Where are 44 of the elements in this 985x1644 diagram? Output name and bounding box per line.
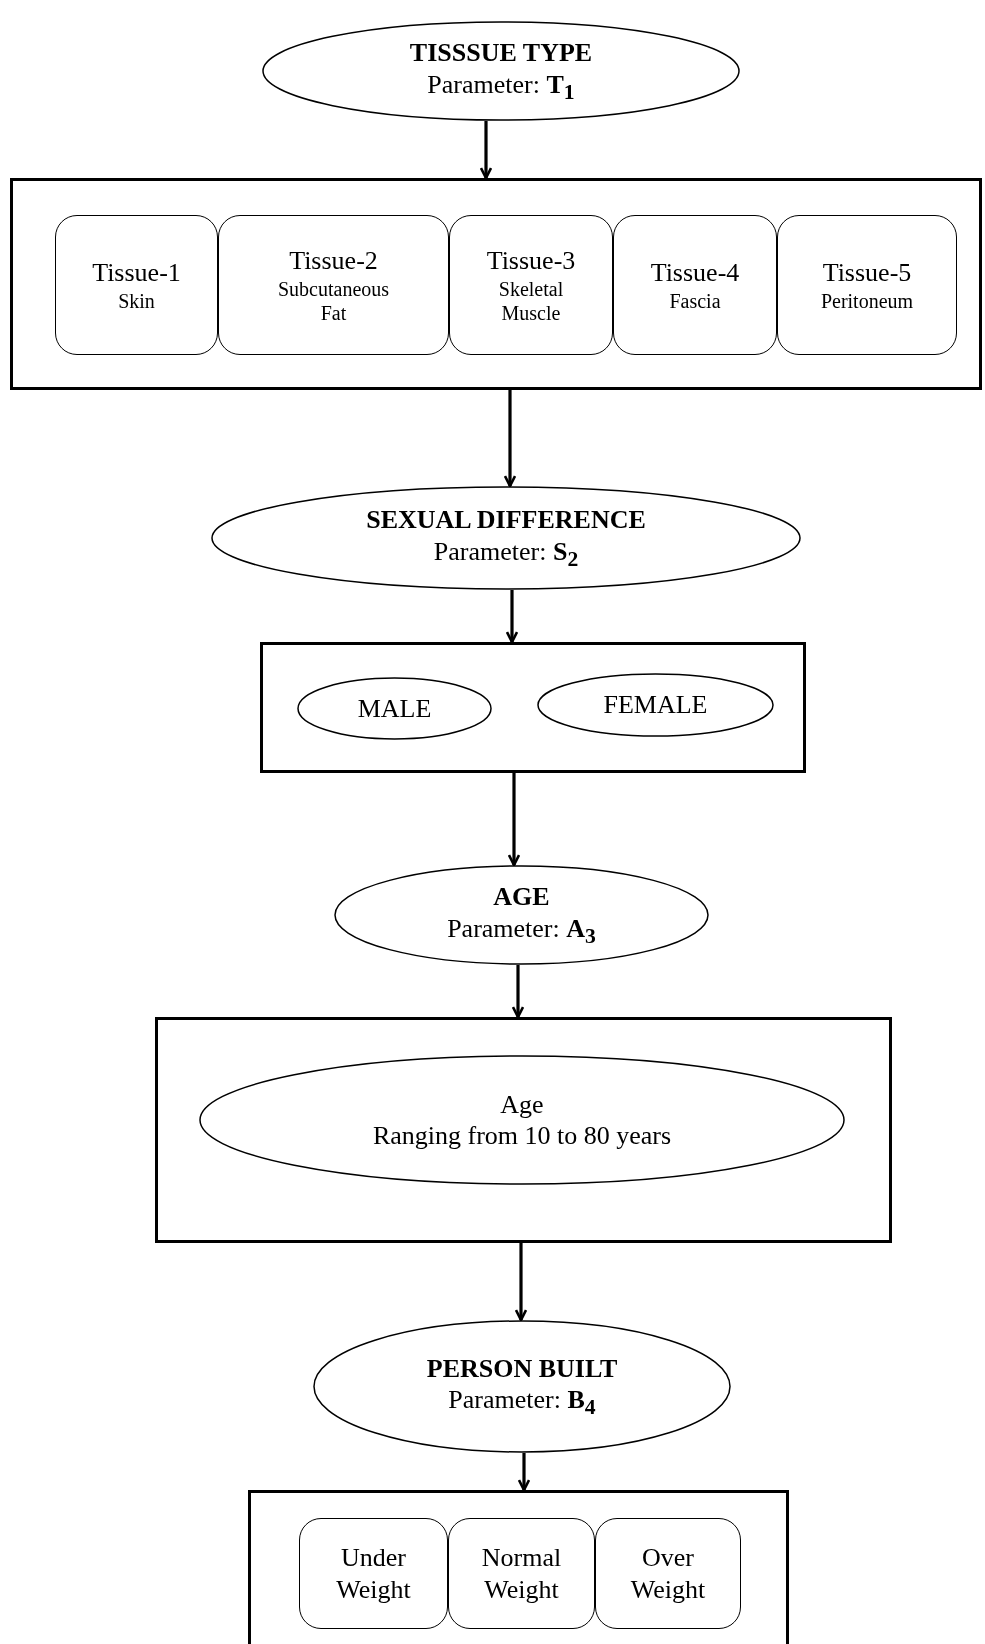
node-title: Tissue-5 (822, 257, 912, 289)
node-subtext: Subcutaneous Fat (276, 276, 391, 325)
rounded-box (595, 1518, 741, 1629)
node-title: SEXUAL DIFFERENCE (366, 504, 646, 536)
node-title: FEMALE (603, 689, 708, 721)
rounded-box (299, 1518, 448, 1629)
node-subtext: Parameter: S$_{2}$ (433, 535, 579, 572)
rounded-box (218, 215, 449, 355)
arrow (507, 773, 521, 867)
node-title: Normal Weight (480, 1542, 563, 1605)
group-frame (248, 1490, 789, 1644)
rounded-box (777, 215, 957, 355)
node-title: Age (500, 1088, 544, 1120)
rounded-box (55, 215, 218, 355)
node-title: TISSSUE TYPE (409, 37, 593, 69)
rounded-box (448, 1518, 595, 1629)
rounded-box (449, 215, 613, 355)
node-title: Under Weight (335, 1542, 412, 1605)
arrow (511, 965, 525, 1019)
group-frame (155, 1017, 892, 1243)
node-subtext: Peritoneum (820, 288, 914, 313)
arrow (505, 590, 519, 644)
node-subtext: Skeletal Muscle (497, 276, 565, 325)
node-title: Over Weight (629, 1542, 707, 1605)
rounded-box (613, 215, 777, 355)
node-subtext: Fascia (669, 288, 721, 313)
node-title: Tissue-3 (486, 245, 576, 277)
node-title: AGE (493, 881, 550, 913)
arrow (517, 1453, 531, 1492)
node-title: Tissue-1 (92, 257, 181, 289)
arrow (479, 121, 493, 180)
node-subtext: Parameter: T$_{1}$ (427, 68, 575, 105)
node-subtext: Parameter: A$_{3}$ (447, 912, 596, 949)
arrow (503, 390, 517, 488)
node-title: Tissue-4 (650, 257, 740, 289)
node-title: Tissue-2 (289, 245, 378, 277)
node-subtext: Ranging from 10 to 80 years (372, 1120, 672, 1152)
node-title: MALE (357, 692, 432, 725)
group-frame (10, 178, 982, 390)
node-title: PERSON BUILT (426, 1352, 618, 1384)
arrow (514, 1243, 528, 1322)
node-subtext: Skin (118, 288, 155, 313)
group-frame (260, 642, 806, 773)
node-subtext: Parameter: B$_{4}$ (448, 1384, 596, 1421)
